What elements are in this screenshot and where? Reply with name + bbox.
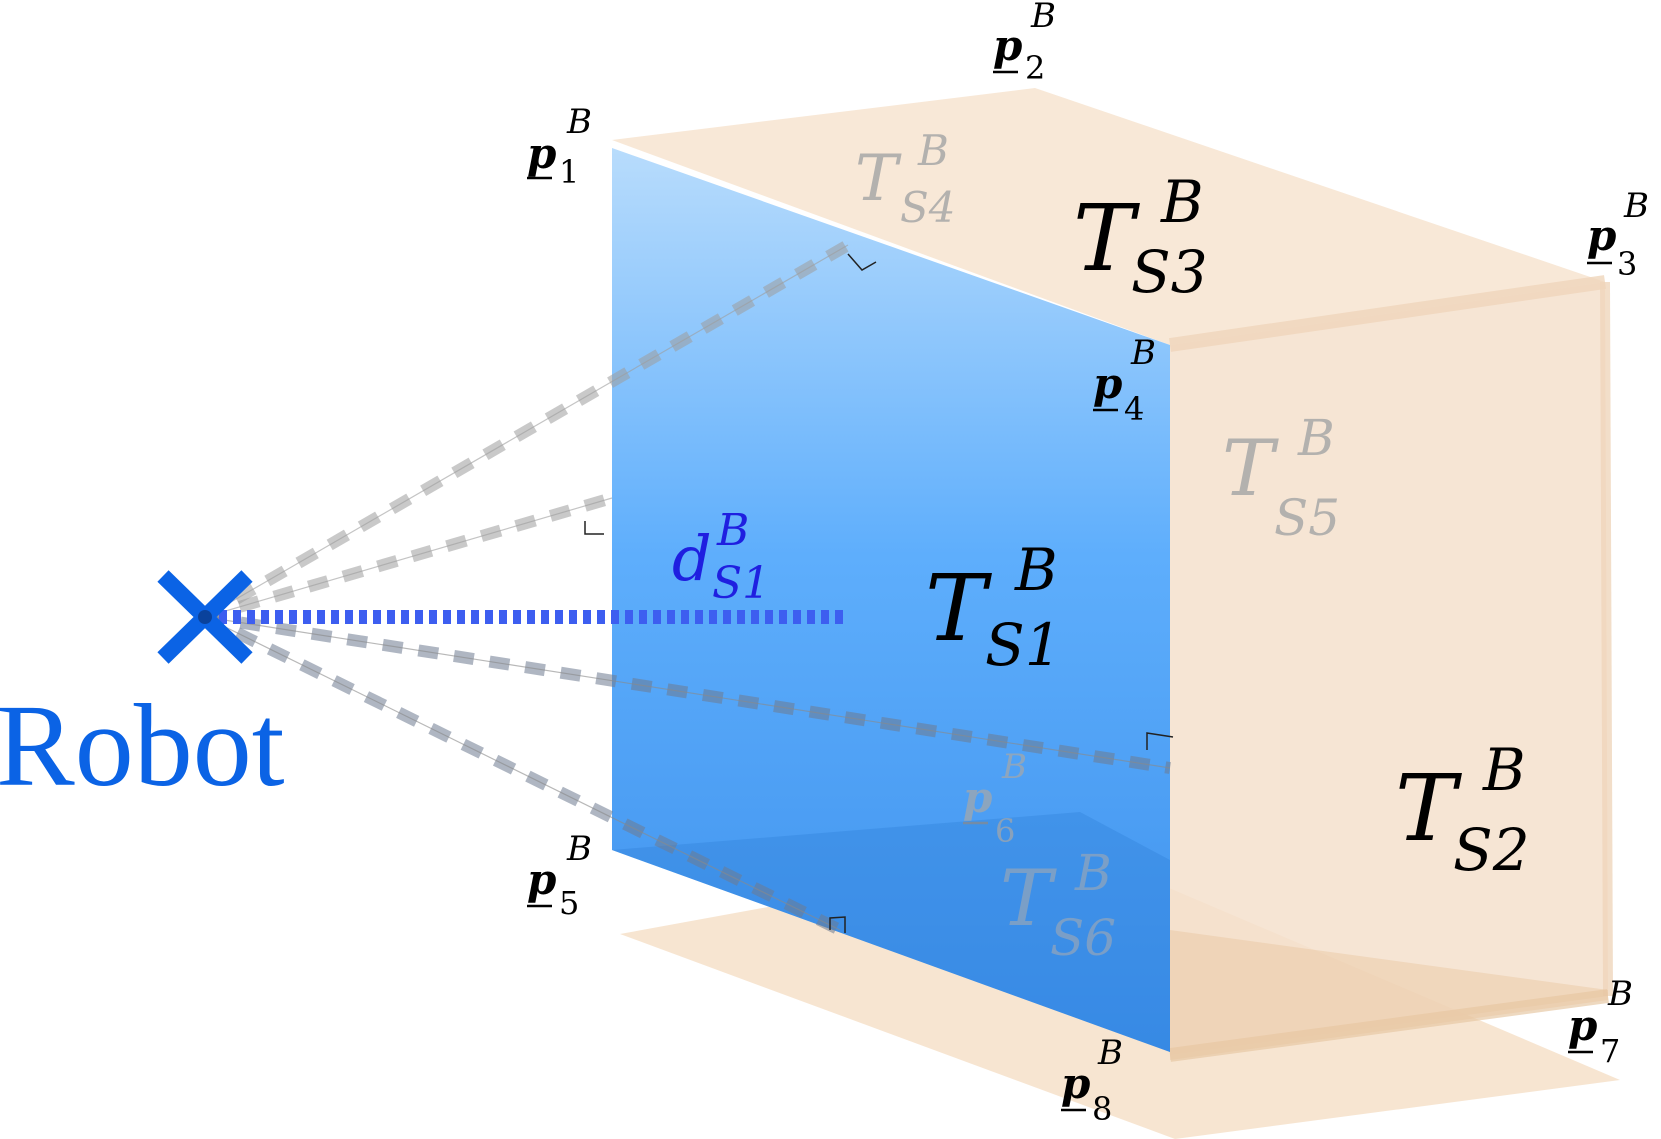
front-face-s1 bbox=[612, 148, 1170, 1052]
surface-label-s2: T B S2 bbox=[1395, 736, 1530, 884]
svg-text:p: p bbox=[993, 21, 1022, 70]
svg-text:2: 2 bbox=[1025, 49, 1045, 87]
svg-text:B: B bbox=[1160, 168, 1204, 236]
svg-text:p: p bbox=[527, 855, 556, 904]
svg-text:p: p bbox=[1568, 1001, 1597, 1050]
svg-text:T: T bbox=[1222, 424, 1279, 514]
point-label-p3: p B 3 bbox=[1587, 186, 1649, 283]
sight-lines bbox=[201, 239, 1174, 936]
point-label-p4: p B 4 bbox=[1093, 333, 1156, 428]
svg-text:6: 6 bbox=[995, 812, 1015, 850]
svg-text:B: B bbox=[1130, 333, 1156, 373]
svg-text:B: B bbox=[1074, 844, 1112, 902]
point-label-p1: p B 1 bbox=[527, 102, 592, 191]
point-labels: p B 1 p B 2 p B 3 p B 4 p B 5 bbox=[527, 0, 1649, 1128]
point-label-p5: p B 5 bbox=[527, 829, 592, 922]
point-label-p7: p B 7 bbox=[1568, 974, 1633, 1070]
svg-text:S3: S3 bbox=[1131, 238, 1208, 306]
right-angle-marker-s4 bbox=[847, 253, 877, 271]
surface-label-s5: T B S5 bbox=[1222, 409, 1340, 547]
svg-text:B: B bbox=[566, 829, 592, 869]
surface-label-s3: T B S3 bbox=[1073, 168, 1208, 306]
right-angle-marker-s6 bbox=[829, 916, 846, 933]
svg-text:8: 8 bbox=[1092, 1090, 1112, 1128]
svg-text:S2: S2 bbox=[1453, 816, 1530, 884]
robot-marker bbox=[157, 570, 253, 664]
point-label-p8: p B 8 bbox=[1061, 1033, 1123, 1128]
surface-label-s6: T B S6 bbox=[1000, 844, 1116, 967]
svg-text:1: 1 bbox=[559, 153, 579, 191]
svg-text:p: p bbox=[1061, 1059, 1090, 1108]
side-face-s2 bbox=[1170, 282, 1608, 1055]
right-angle-marker-s2 bbox=[1146, 732, 1174, 750]
svg-text:T: T bbox=[1073, 185, 1140, 292]
front-face-s1-lower-shade bbox=[612, 812, 1170, 1052]
surface-label-s1: T B S1 bbox=[925, 536, 1062, 679]
point-label-p6: p B 6 bbox=[963, 747, 1027, 850]
svg-text:5: 5 bbox=[559, 884, 579, 922]
svg-text:S5: S5 bbox=[1274, 489, 1340, 547]
svg-text:p: p bbox=[963, 773, 992, 822]
svg-text:T: T bbox=[925, 555, 992, 662]
right-angle-marker-upper bbox=[584, 521, 604, 535]
surface-labels: T B S1 T B S2 T B S3 T B S4 T B S5 T B S… bbox=[855, 126, 1530, 967]
point-label-p2: p B 2 bbox=[993, 0, 1056, 87]
svg-text:B: B bbox=[1001, 747, 1027, 787]
top-face-s3 bbox=[612, 88, 1605, 345]
svg-text:S6: S6 bbox=[1050, 909, 1116, 967]
svg-text:S1: S1 bbox=[985, 611, 1062, 679]
svg-text:B: B bbox=[1482, 736, 1526, 804]
svg-text:B: B bbox=[1607, 974, 1633, 1014]
svg-text:B: B bbox=[1014, 536, 1058, 604]
robot-label: Robot bbox=[0, 680, 285, 811]
surface-label-s4: T B S4 bbox=[855, 126, 956, 232]
svg-text:S1: S1 bbox=[712, 558, 770, 609]
svg-text:3: 3 bbox=[1617, 245, 1637, 283]
svg-text:B: B bbox=[1297, 409, 1335, 467]
svg-text:T: T bbox=[1000, 854, 1057, 944]
svg-text:T: T bbox=[1395, 755, 1462, 862]
svg-text:B: B bbox=[566, 102, 592, 142]
svg-text:p: p bbox=[1093, 359, 1122, 408]
svg-text:B: B bbox=[1030, 0, 1056, 36]
svg-text:p: p bbox=[1587, 211, 1616, 260]
distance-label: d B S1 bbox=[672, 505, 770, 609]
svg-text:d: d bbox=[672, 522, 712, 595]
svg-text:B: B bbox=[917, 126, 949, 175]
svg-text:B: B bbox=[1623, 186, 1649, 226]
svg-text:p: p bbox=[527, 129, 556, 178]
svg-text:B: B bbox=[1097, 1033, 1123, 1073]
svg-text:S4: S4 bbox=[900, 183, 956, 232]
svg-text:B: B bbox=[716, 505, 749, 556]
bottom-inner-shade bbox=[1170, 930, 1608, 1060]
svg-text:T: T bbox=[855, 142, 902, 216]
svg-text:4: 4 bbox=[1124, 390, 1144, 428]
svg-text:7: 7 bbox=[1600, 1032, 1620, 1070]
box-faces bbox=[612, 88, 1620, 1139]
